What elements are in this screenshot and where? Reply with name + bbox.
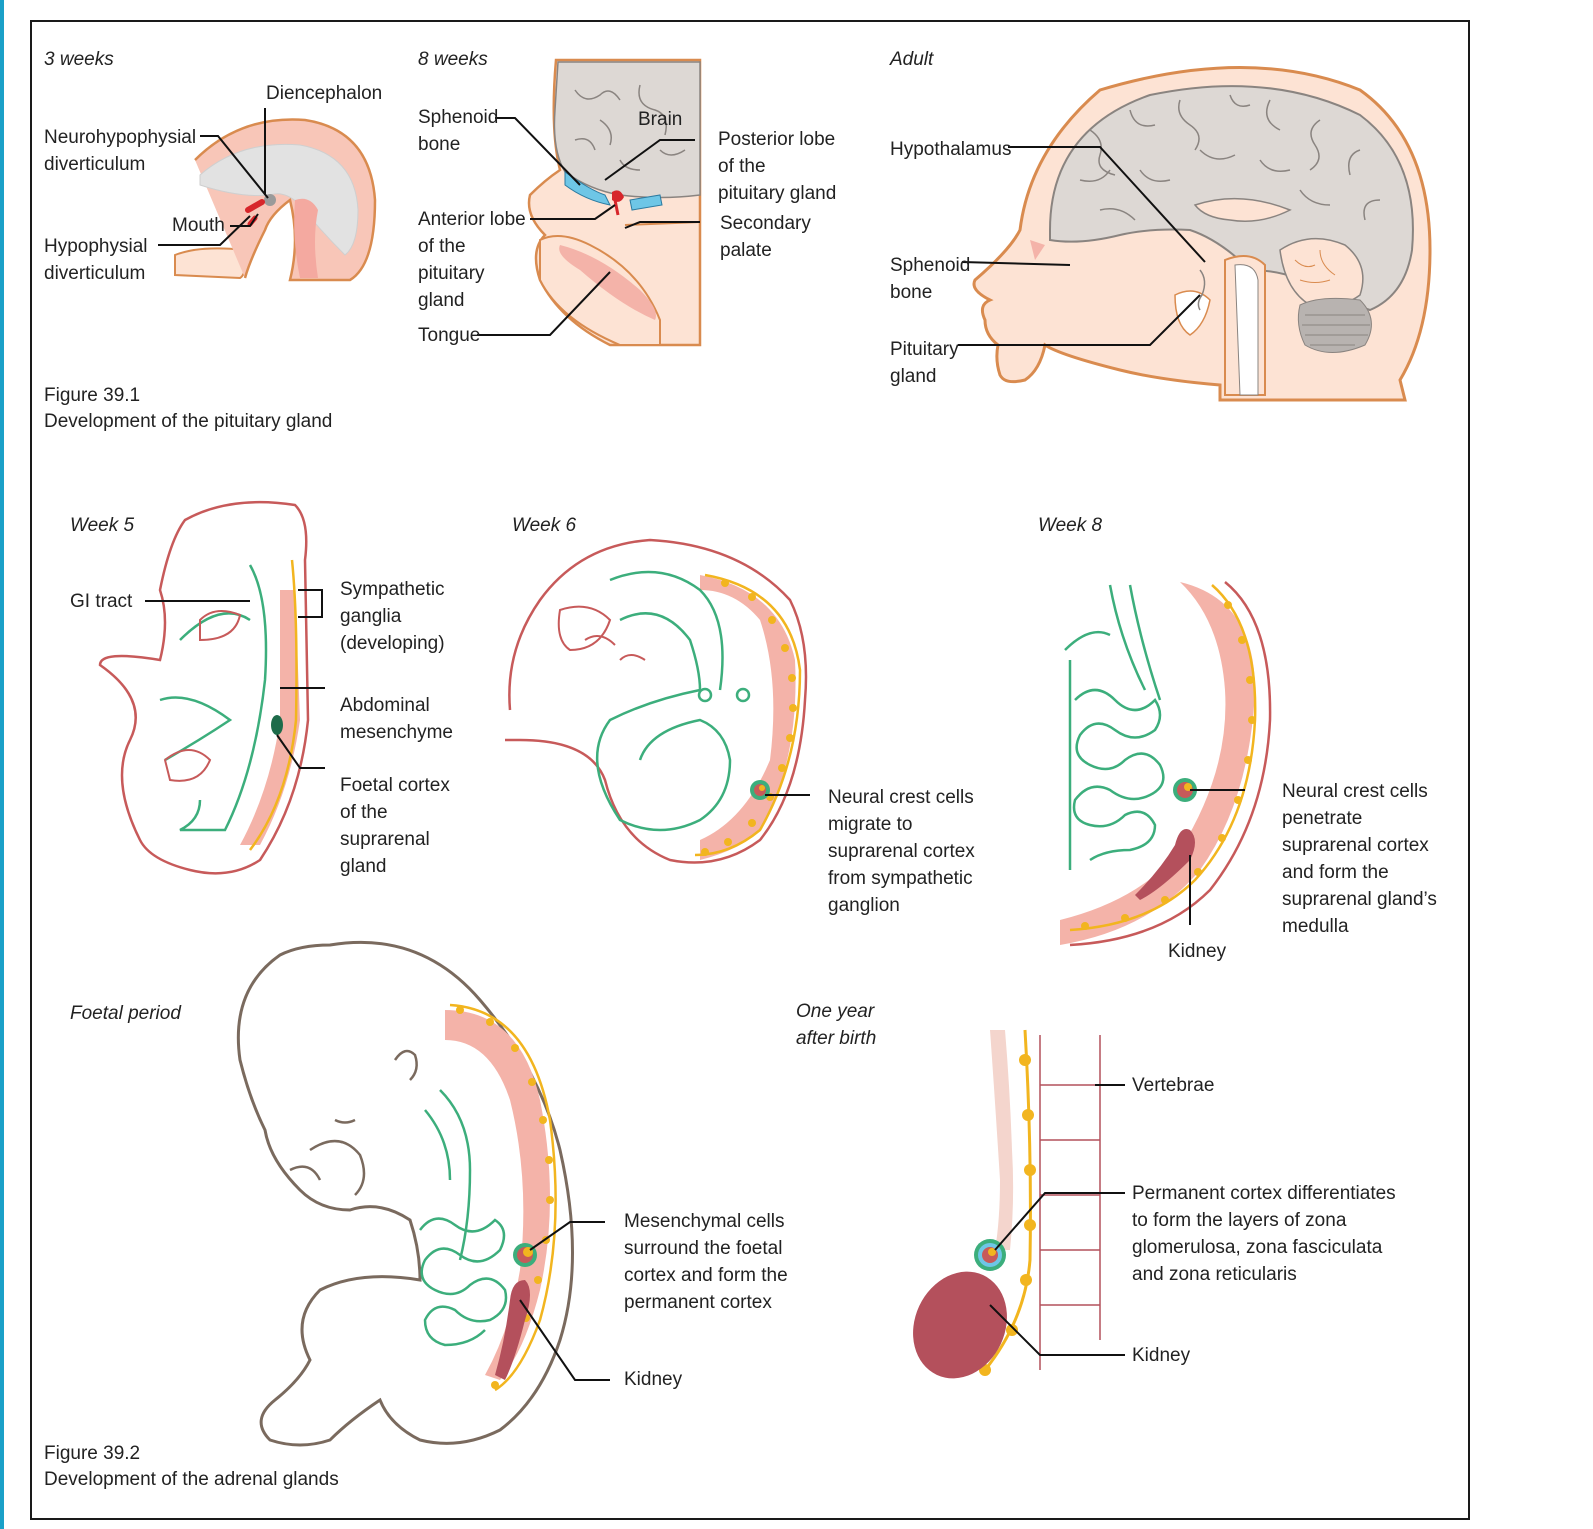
title-week-8: Week 8 [1038, 515, 1103, 536]
label-tongue: Tongue [418, 325, 481, 346]
label-secondary-palate: Secondary palate [720, 213, 811, 261]
label-kidney-one-year: Kidney [1132, 1345, 1191, 1366]
caption-text-39-1: Development of the pituitary gland [44, 411, 333, 432]
label-abdominal-mesenchyme: Abdominal mesenchyme [340, 695, 453, 743]
accent-bar [0, 0, 4, 1529]
leaders-8-weeks [477, 117, 700, 336]
foetus-drawing [236, 940, 574, 1447]
label-sympathetic-ganglia: Sympathetic ganglia (developing) [340, 579, 445, 654]
label-sphenoid-bone-adult: Sphenoid bone [890, 255, 971, 303]
leaders-week-5 [145, 589, 325, 769]
title-adult: Adult [890, 49, 934, 70]
leaders-adult [958, 146, 1206, 346]
embryo-week-5-drawing [98, 500, 310, 875]
label-neurohypophysial-diverticulum: Neurohypophysial diverticulum [44, 127, 197, 175]
label-kidney-week-8: Kidney [1168, 941, 1227, 962]
label-anterior-lobe: Anterior lobe of the pituitary gland [418, 209, 526, 311]
leaders-one-year [989, 1084, 1125, 1356]
embryo-week-6-drawing [505, 538, 808, 864]
spine-one-year-drawing [913, 1029, 1101, 1379]
adult-head-drawing [972, 66, 1432, 402]
label-gi-tract: GI tract [70, 591, 133, 612]
label-kidney-foetal: Kidney [624, 1369, 683, 1390]
label-pituitary-gland: Pituitary gland [890, 339, 959, 387]
title-week-5: Week 5 [70, 515, 135, 536]
leaders-foetal [519, 1221, 610, 1381]
embryo-8-weeks-drawing [527, 58, 702, 347]
label-brain: Brain [638, 109, 683, 130]
caption-number-39-2: Figure 39.2 [44, 1443, 141, 1464]
title-one-year: One year after birth [796, 1001, 877, 1049]
label-neural-crest-penetrate: Neural crest cells penetrate suprarenal … [1282, 781, 1437, 937]
label-hypothalamus: Hypothalamus [890, 139, 1012, 160]
label-foetal-cortex: Foetal cortex of the suprarenal gland [340, 775, 450, 877]
label-vertebrae: Vertebrae [1132, 1075, 1215, 1096]
label-diencephalon: Diencephalon [266, 83, 383, 104]
embryo-3-weeks-drawing [174, 118, 377, 282]
caption-text-39-2: Development of the adrenal glands [44, 1469, 339, 1490]
title-week-6: Week 6 [512, 515, 577, 536]
label-posterior-lobe: Posterior lobe of the pituitary gland [718, 129, 837, 204]
title-8-weeks: 8 weeks [418, 49, 488, 70]
leaders-3-weeks [158, 108, 269, 246]
label-neural-crest-migrate: Neural crest cells migrate to suprarenal… [828, 787, 975, 916]
embryo-week-8-drawing [1060, 581, 1272, 947]
label-hypophysial-diverticulum: Hypophysial diverticulum [44, 236, 148, 284]
label-sphenoid-bone-8wk: Sphenoid bone [418, 107, 499, 155]
label-mouth: Mouth [172, 215, 225, 236]
label-permanent-cortex: Permanent cortex differentiates to form … [1132, 1183, 1396, 1285]
title-foetal-period: Foetal period [70, 1003, 181, 1024]
figure-frame [30, 20, 1470, 1520]
caption-number-39-1: Figure 39.1 [44, 385, 141, 406]
title-3-weeks: 3 weeks [44, 49, 114, 70]
label-mesenchymal-cells: Mesenchymal cells surround the foetal co… [624, 1211, 788, 1313]
leaders-week-8 [1189, 789, 1245, 925]
